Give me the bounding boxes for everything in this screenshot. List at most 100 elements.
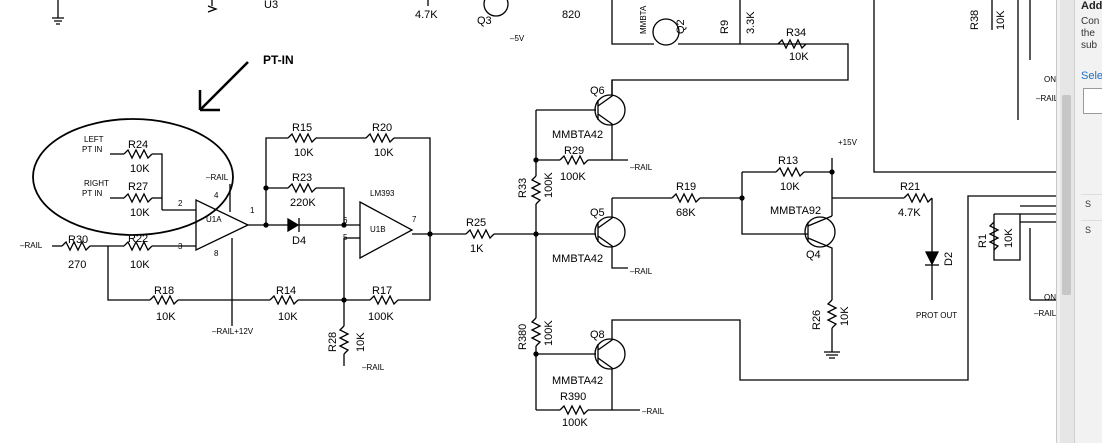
label-q4: Q4 bbox=[806, 249, 821, 261]
label-prot-out: PROT OUT bbox=[916, 311, 957, 320]
top-label-q2: Q2 bbox=[675, 19, 687, 34]
pin-4: 4 bbox=[214, 191, 219, 200]
label-r15-value: 10K bbox=[294, 147, 314, 159]
label-q4-type: MMBTA92 bbox=[770, 205, 821, 217]
q4-stage: R19 68K R13 10K +15V MMBTA92 Q4 R26 10K bbox=[671, 138, 904, 359]
label-r26-value: 10K bbox=[839, 306, 851, 326]
edge-on-2: ON bbox=[1044, 293, 1056, 302]
top-partial-circuit: U3 4.7K Q3 –5V 820 MMBTA Q2 R9 3.3K R34 … bbox=[52, 0, 1059, 173]
label-r23: R23 bbox=[292, 172, 312, 184]
panel-title: Add bbox=[1081, 0, 1102, 12]
label-r390: R390 bbox=[560, 391, 586, 403]
label-r17-value: 100K bbox=[368, 311, 394, 323]
panel-scrollbar[interactable] bbox=[1060, 0, 1075, 443]
edge-on-1: ON bbox=[1044, 75, 1056, 84]
label-r380: R380 bbox=[517, 324, 529, 350]
label-d2: D2 bbox=[943, 252, 955, 266]
label-r19: R19 bbox=[676, 181, 696, 193]
label-r26: R26 bbox=[811, 310, 823, 330]
schematic-diagram: U3 4.7K Q3 –5V 820 MMBTA Q2 R9 3.3K R34 … bbox=[20, 0, 1059, 429]
label-r14: R14 bbox=[276, 285, 296, 297]
label-r33-value: 100K bbox=[543, 172, 555, 198]
label-r14-value: 10K bbox=[278, 311, 298, 323]
label-r38-value: 10K bbox=[995, 10, 1007, 30]
scrollbar-thumb[interactable] bbox=[1062, 95, 1071, 295]
label-r21: R21 bbox=[900, 181, 920, 193]
input-network: LEFT PT IN RIGHT PT IN R24 10K R27 10K 2… bbox=[20, 135, 196, 301]
top-label-r9: R9 bbox=[719, 20, 731, 34]
panel-row-2-label: S bbox=[1085, 225, 1092, 235]
pin-1: 1 bbox=[250, 206, 255, 215]
label-r38: R38 bbox=[969, 10, 981, 30]
label-left-pt-in-2: PT IN bbox=[82, 145, 103, 154]
pin-7: 7 bbox=[412, 215, 417, 224]
label-rail-12v: –RAIL+12V bbox=[212, 327, 254, 336]
top-label-mmbta: MMBTA bbox=[639, 5, 648, 34]
label-r22: R22 bbox=[128, 233, 148, 245]
label-r27: R27 bbox=[128, 181, 148, 193]
label-r24-value: 10K bbox=[130, 163, 150, 175]
label-r34: R34 bbox=[786, 27, 806, 39]
label-r21-value: 4.7K bbox=[898, 207, 921, 219]
label-r33: R33 bbox=[517, 178, 529, 198]
top-label-r9-value: 3.3K bbox=[745, 11, 757, 34]
top-label-u3: U3 bbox=[264, 0, 278, 11]
right-edge-circuit: R1 10K ON –RAIL bbox=[977, 205, 1057, 318]
label-rail-r390: –RAIL bbox=[642, 407, 665, 416]
label-r29-value: 100K bbox=[560, 171, 586, 183]
label-r27-value: 10K bbox=[130, 207, 150, 219]
label-r20: R20 bbox=[372, 122, 392, 134]
label-plus15v: +15V bbox=[838, 138, 858, 147]
pin-8: 8 bbox=[214, 249, 219, 258]
label-r28-value: 10K bbox=[355, 332, 367, 352]
top-label-820: 820 bbox=[562, 9, 580, 21]
panel-description: Con the sub bbox=[1081, 16, 1100, 51]
label-r19-value: 68K bbox=[676, 207, 696, 219]
panel-row-1-label: S bbox=[1085, 199, 1092, 209]
pin-6: 6 bbox=[343, 216, 348, 225]
label-r17: R17 bbox=[372, 285, 392, 297]
prot-out-stage: R21 4.7K D2 PROT OUT bbox=[898, 181, 957, 320]
label-d4: D4 bbox=[292, 235, 306, 247]
label-right-pt-in-2: PT IN bbox=[82, 189, 103, 198]
label-r22-value: 10K bbox=[130, 259, 150, 271]
edge-rail-2: –RAIL bbox=[1034, 309, 1056, 318]
label-r1-value: 10K bbox=[1003, 228, 1015, 248]
pt-in-label: PT-IN bbox=[263, 53, 294, 67]
pt-in-annotation: PT-IN bbox=[32, 53, 294, 236]
label-q5: Q5 bbox=[590, 207, 605, 219]
label-r20-value: 10K bbox=[374, 147, 394, 159]
label-r380-value: 100K bbox=[543, 320, 555, 346]
top-label-q3: Q3 bbox=[477, 15, 492, 27]
label-rail-u1a: –RAIL bbox=[206, 173, 229, 182]
label-q6-type: MMBTA42 bbox=[552, 129, 603, 141]
label-r18: R18 bbox=[154, 285, 174, 297]
label-r15: R15 bbox=[292, 122, 312, 134]
label-r13: R13 bbox=[778, 155, 798, 167]
label-r28: R28 bbox=[327, 332, 339, 352]
pin-3: 3 bbox=[178, 242, 183, 251]
select-link[interactable]: Sele bbox=[1081, 70, 1102, 82]
panel-row-2[interactable]: S bbox=[1081, 220, 1102, 243]
label-rail-r28: –RAIL bbox=[362, 363, 385, 372]
pin-2: 2 bbox=[178, 199, 183, 208]
label-q6: Q6 bbox=[590, 85, 605, 97]
panel-row-1[interactable]: S bbox=[1081, 194, 1102, 217]
feedback-network: R15 10K R20 10K R23 220K D4 bbox=[263, 122, 431, 247]
u1a-opamp: U1A –RAIL 4 8 –RAIL+12V 1 bbox=[195, 173, 269, 336]
label-r18-value: 10K bbox=[156, 311, 176, 323]
edge-rail-1: –RAIL bbox=[1036, 94, 1056, 103]
label-r25: R25 bbox=[466, 217, 486, 229]
label-lm393: LM393 bbox=[370, 189, 395, 198]
label-rail-r29: –RAIL bbox=[630, 163, 653, 172]
schematic-canvas: U3 4.7K Q3 –5V 820 MMBTA Q2 R9 3.3K R34 … bbox=[20, 0, 1059, 429]
label-right-pt-in-1: RIGHT bbox=[84, 179, 109, 188]
transistor-column: R25 1K Q6 MMBTA42 R29 100K –RAIL R33 100… bbox=[465, 80, 1056, 429]
label-r23-value: 220K bbox=[290, 197, 316, 209]
label-r13-value: 10K bbox=[780, 181, 800, 193]
u1b-opamp: LM393 U1B 6 5 7 bbox=[343, 189, 466, 300]
label-left-pt-in-1: LEFT bbox=[84, 135, 104, 144]
panel-input[interactable] bbox=[1083, 88, 1102, 114]
label-u1a: U1A bbox=[206, 215, 222, 224]
side-panel: Add Con the sub Sele S S bbox=[1056, 0, 1102, 443]
